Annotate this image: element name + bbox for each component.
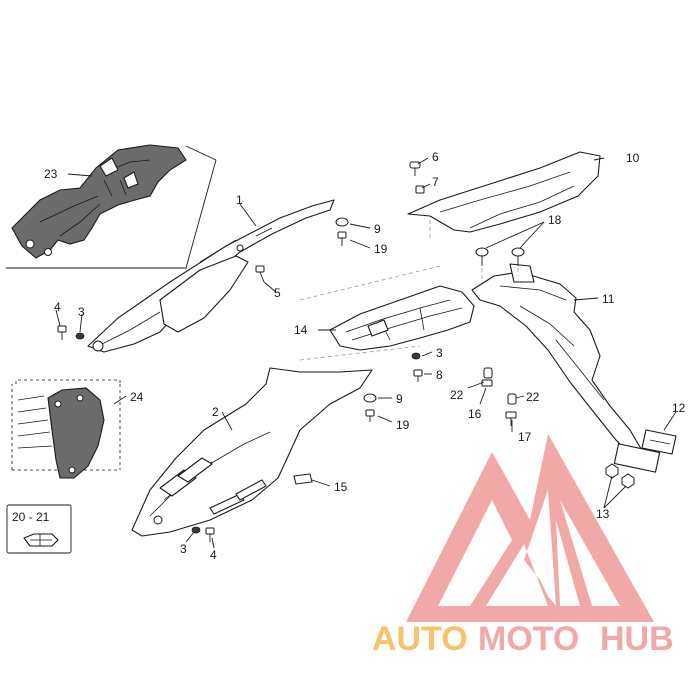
part-10-rear-cowl [407,151,601,233]
callout-9-lower: 9 [396,392,403,406]
callout-8: 8 [436,368,443,382]
bracket-part [47,387,105,479]
callout-16: 16 [468,407,482,421]
undertray-part [11,144,187,259]
callout-7: 7 [432,175,439,189]
part-14-inner-tray [329,285,475,351]
inset-23-undertray [6,144,217,269]
inset-24-bracket [11,379,121,479]
callout-9-top: 9 [374,222,381,236]
callout-3-left: 3 [78,305,85,319]
callout-22-left: 22 [450,388,464,402]
inset-20-21-clip [6,504,72,554]
part-1-tail-frame [87,199,335,353]
callout-11: 11 [602,292,615,306]
callout-23: 23 [44,167,58,181]
callout-24: 24 [130,390,144,404]
callout-10: 10 [626,151,640,165]
callout-17: 17 [518,430,532,444]
watermark-text-hub: HUB [600,620,674,658]
hardware [57,161,635,542]
callout-13: 13 [596,507,610,521]
watermark-text-moto: MOTO [478,620,579,658]
callout-15: 15 [334,480,348,494]
callout-6: 6 [432,150,439,164]
watermark-logo: AUTO MOTO HUB [372,434,674,658]
callout-4-left: 4 [54,300,61,314]
watermark-text-auto: AUTO [372,620,468,658]
callout-3-middle: 3 [436,346,443,360]
callout-20-21: 20 - 21 [12,510,50,524]
callout-3-bottom: 3 [180,542,187,556]
callout-12: 12 [672,401,686,415]
callout-19-lower: 19 [396,418,410,432]
part-2-side-panel [131,367,373,537]
callout-2: 2 [212,405,219,419]
leader-lines [55,157,677,549]
callout-18: 18 [548,213,562,227]
watermark-triangle-mark [406,434,654,622]
assembly-lines [299,220,519,361]
callout-1: 1 [236,193,243,207]
callout-5: 5 [274,286,281,300]
part-12-reflector [641,429,677,455]
callout-4-bottom: 4 [210,548,217,562]
callout-labels: 1 2 3 3 3 4 4 5 6 7 8 9 9 10 11 12 13 14… [12,150,686,562]
callout-14: 14 [294,323,308,337]
callout-22-right: 22 [526,390,540,404]
callout-19-top: 19 [374,242,388,256]
part-11-plate-bracket [471,263,661,473]
